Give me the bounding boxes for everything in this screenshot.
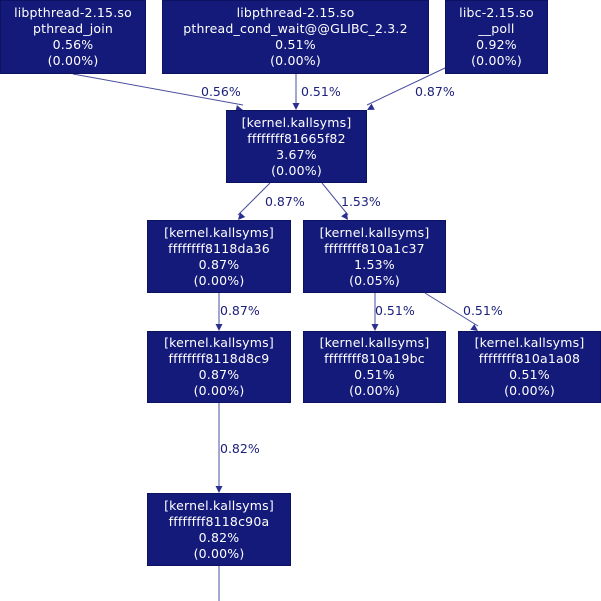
- node-symbol: ffffffff8118c90a: [168, 513, 270, 529]
- node-pthread-join[interactable]: libpthread-2.15.so pthread_join 0.56% (0…: [0, 0, 146, 74]
- node-module: [kernel.kallsyms]: [319, 224, 430, 240]
- edge-n6-n9: [424, 292, 479, 327]
- node-pthread-cond-wait[interactable]: libpthread-2.15.so pthread_cond_wait@@GL…: [162, 0, 429, 74]
- node-symbol: ffffffff81665f82: [247, 130, 346, 146]
- node-kernel-8118da36[interactable]: [kernel.kallsyms] ffffffff8118da36 0.87%…: [147, 220, 291, 293]
- arrowhead-n4-n6: [341, 212, 348, 220]
- edge-n3-n4: [366, 67, 446, 106]
- edge-label-n7-n10: 0.82%: [220, 441, 260, 456]
- node-self-percent: (0.00%): [271, 162, 322, 178]
- node-kernel-8118c90a[interactable]: [kernel.kallsyms] ffffffff8118c90a 0.82%…: [147, 493, 291, 566]
- node-module: libc-2.15.so: [459, 5, 534, 20]
- node-self-percent: (0.00%): [193, 383, 245, 398]
- node-module: [kernel.kallsyms]: [164, 497, 274, 513]
- node-total-percent: 0.92%: [476, 37, 517, 52]
- arrowhead-n5-n7: [215, 324, 223, 331]
- node-symbol: ffffffff810a19bc: [324, 351, 425, 366]
- edge-label-n6-n9: 0.51%: [463, 303, 503, 318]
- node-symbol: ffffffff810a1c37: [324, 240, 425, 256]
- node-kernel-810a19bc[interactable]: [kernel.kallsyms] ffffffff810a19bc 0.51%…: [303, 331, 446, 403]
- node-self-percent: (0.00%): [47, 53, 99, 68]
- edge-label-n5-n7: 0.87%: [220, 303, 260, 318]
- node-module: [kernel.kallsyms]: [164, 224, 274, 240]
- node-total-percent: 0.51%: [275, 37, 316, 52]
- node-kernel-81665f82[interactable]: [kernel.kallsyms] ffffffff81665f82 3.67%…: [226, 110, 367, 183]
- node-kernel-810a1a08[interactable]: [kernel.kallsyms] ffffffff810a1a08 0.51%…: [458, 331, 601, 403]
- arrowhead-n4-n5: [238, 212, 246, 220]
- node-symbol: __poll: [478, 21, 515, 36]
- node-module: libpthread-2.15.so: [236, 5, 355, 20]
- arrowhead-n7-n10: [215, 486, 223, 493]
- node-symbol: ffffffff810a1a08: [478, 351, 581, 366]
- node-module: [kernel.kallsyms]: [474, 335, 585, 350]
- edge-label-n2-n4: 0.51%: [301, 84, 341, 99]
- node-symbol: pthread_cond_wait@@GLIBC_2.3.2: [183, 21, 408, 36]
- node-module: libpthread-2.15.so: [14, 5, 132, 20]
- edge-label-n4-n5: 0.87%: [265, 194, 305, 209]
- node-symbol: ffffffff8118d8c9: [168, 351, 270, 366]
- edge-n4-n6: [321, 182, 349, 216]
- arrowhead-n6-n9: [470, 324, 478, 331]
- node-total-percent: 0.82%: [198, 529, 240, 545]
- node-self-percent: (0.00%): [270, 53, 321, 68]
- node-module: [kernel.kallsyms]: [319, 335, 430, 350]
- arrowhead-n6-n8: [371, 324, 379, 331]
- node-kernel-8118d8c9[interactable]: [kernel.kallsyms] ffffffff8118d8c9 0.87%…: [147, 331, 291, 403]
- node-module: [kernel.kallsyms]: [164, 335, 274, 350]
- node-total-percent: 3.67%: [276, 146, 317, 162]
- node-symbol: pthread_join: [32, 21, 114, 36]
- node-kernel-810a1c37[interactable]: [kernel.kallsyms] ffffffff810a1c37 1.53%…: [303, 220, 446, 293]
- node-total-percent: 0.87%: [198, 367, 240, 382]
- node-self-percent: (0.00%): [193, 272, 245, 288]
- edge-label-n3-n4: 0.87%: [415, 84, 455, 99]
- edge-n4-n5: [237, 182, 271, 216]
- node-module: [kernel.kallsyms]: [241, 114, 352, 130]
- node-poll[interactable]: libc-2.15.so __poll 0.92% (0.00%): [445, 0, 548, 74]
- arrowhead-n3-n4: [367, 103, 375, 110]
- node-self-percent: (0.00%): [504, 383, 555, 398]
- node-self-percent: (0.00%): [349, 383, 400, 398]
- arrowhead-n2-n4: [292, 103, 300, 110]
- edge-label-n1-n4: 0.56%: [201, 84, 241, 99]
- node-total-percent: 0.56%: [52, 37, 94, 52]
- edge-n1-n4: [72, 73, 244, 106]
- node-self-percent: (0.00%): [193, 545, 245, 561]
- node-self-percent: (0.00%): [471, 53, 522, 68]
- node-symbol: ffffffff8118da36: [168, 240, 270, 256]
- node-total-percent: 0.51%: [509, 367, 550, 382]
- node-total-percent: 1.53%: [354, 256, 395, 272]
- node-total-percent: 0.51%: [354, 367, 395, 382]
- edge-label-n4-n6: 1.53%: [341, 194, 381, 209]
- node-self-percent: (0.05%): [349, 272, 400, 288]
- edge-label-n6-n8: 0.51%: [375, 303, 415, 318]
- node-total-percent: 0.87%: [198, 256, 240, 272]
